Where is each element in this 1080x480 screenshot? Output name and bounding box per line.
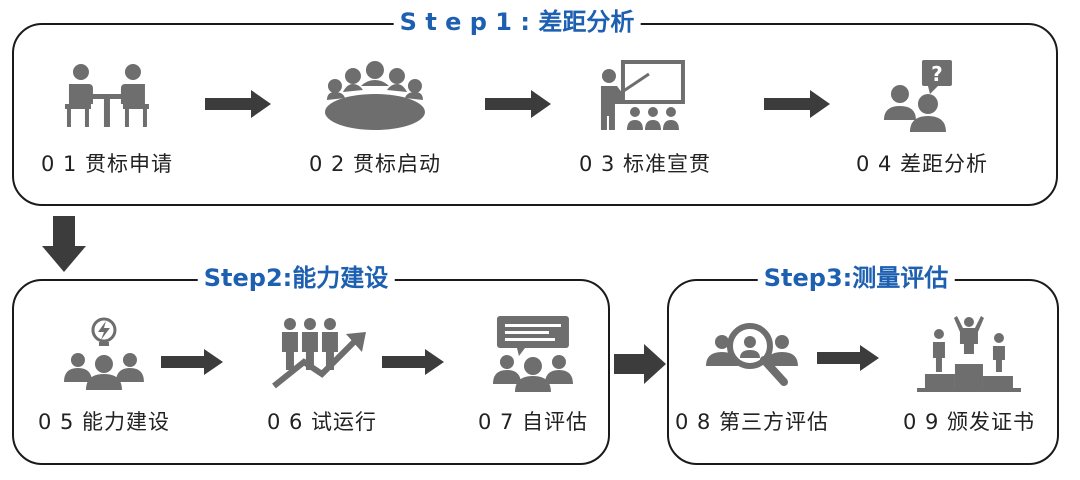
step-item-06: 0 6 试运行 [267,316,377,436]
arrow-right-icon [205,90,271,118]
step-label: 0 4 差距分析 [855,152,989,176]
step-item-09: 0 9 颁发证书 [903,316,1035,436]
arrow-right-icon [764,90,830,118]
step-item-07: 0 7 自评估 [478,316,588,436]
step-label: 0 5 能力建设 [37,410,171,434]
step-item-02: 0 2 贯标启动 [309,58,441,178]
step-item-05: 0 5 能力建设 [38,316,170,436]
podium-icon [916,316,1021,392]
step-label: 0 3 标准宣贯 [578,152,712,176]
arrow-right-icon [817,345,879,371]
arrow-right-icon [382,349,444,375]
step-label: 0 9 颁发证书 [902,410,1036,434]
step3-panel [667,279,1059,465]
step-item-03: 0 3 标准宣贯 [579,58,711,178]
step-label: 0 1 贯标申请 [40,152,174,176]
step-item-08: 0 8 第三方评估 [675,316,829,436]
step2-title: Step2:能力建设 [197,264,395,292]
svg-text:?: ? [931,62,943,86]
step3-title: Step3:测量评估 [757,264,955,292]
growth-team-icon [272,318,366,389]
lightbulb-team-icon [63,317,144,390]
magnifier-team-icon [705,323,798,386]
meeting-icon [64,64,149,127]
arrow-right-icon [161,349,223,375]
presentation-icon [600,60,685,130]
step-label: 0 2 贯标启动 [308,152,442,176]
question-people-icon: ? [883,60,952,132]
step1-title: S t e p 1 : 差距分析 [393,8,641,36]
roundtable-icon [324,61,425,130]
discussion-team-icon [492,316,573,392]
step-item-04: ? 0 4 差距分析 [856,58,988,178]
arrow-right-icon [614,344,666,384]
arrow-right-icon [485,90,551,118]
arrow-down-icon [42,216,86,272]
step-item-01: 0 1 贯标申请 [41,58,173,178]
step-label: 0 6 试运行 [266,410,378,434]
step-label: 0 8 第三方评估 [674,410,830,434]
step-label: 0 7 自评估 [477,410,589,434]
